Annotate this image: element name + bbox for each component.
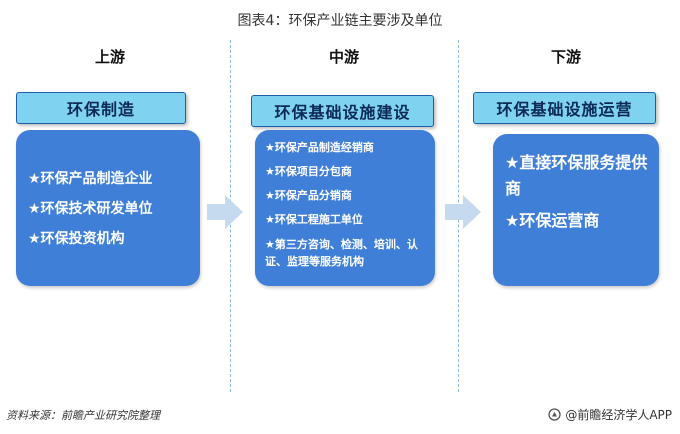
list-item: ★第三方咨询、检测、培训、认证、监理等服务机构 — [265, 238, 418, 268]
diagram-title: 图表4：环保产业链主要涉及单位 — [237, 13, 443, 29]
list-item: ★环保投资机构 — [28, 231, 125, 247]
list-item: ★直接环保服务提供商 — [505, 153, 648, 198]
source-note: 资料来源：前瞻产业研究院整理 — [6, 409, 160, 422]
stage-label-midstream: 中游 — [328, 48, 359, 66]
list-item: ★环保技术研发单位 — [28, 201, 153, 217]
downstream-list: ★直接环保服务提供商 ★环保运营商 — [493, 150, 659, 234]
brand-logo-icon — [548, 408, 561, 421]
brand-credit: @前瞻经济学人APP — [548, 406, 672, 423]
downstream-header: 环保基础设施运营 — [473, 92, 656, 124]
list-item: ★环保产品制造企业 — [28, 171, 153, 187]
midstream-list: ★环保产品制造经销商 ★环保项目分包商 ★环保产品分销商 ★环保工程施工单位 ★… — [255, 136, 435, 270]
stage-label-downstream: 下游 — [550, 48, 581, 66]
list-item: ★环保工程施工单位 — [265, 213, 363, 226]
midstream-content: ★环保产品制造经销商 ★环保项目分包商 ★环保产品分销商 ★环保工程施工单位 ★… — [255, 130, 435, 286]
list-item: ★环保运营商 — [505, 211, 600, 230]
arrow-right-icon — [207, 195, 243, 229]
list-item: ★环保项目分包商 — [265, 165, 352, 178]
upstream-list: ★环保产品制造企业 ★环保技术研发单位 ★环保投资机构 — [16, 164, 200, 254]
brand-text: @前瞻经济学人APP — [565, 408, 672, 422]
stage-label-upstream: 上游 — [94, 48, 125, 66]
midstream-header: 环保基础设施建设 — [251, 95, 434, 127]
downstream-content: ★直接环保服务提供商 ★环保运营商 — [493, 134, 659, 286]
arrow-right-icon — [445, 195, 481, 229]
list-item: ★环保产品分销商 — [265, 189, 352, 202]
upstream-content: ★环保产品制造企业 ★环保技术研发单位 ★环保投资机构 — [16, 130, 200, 286]
upstream-header: 环保制造 — [16, 92, 186, 124]
list-item: ★环保产品制造经销商 — [265, 141, 374, 154]
